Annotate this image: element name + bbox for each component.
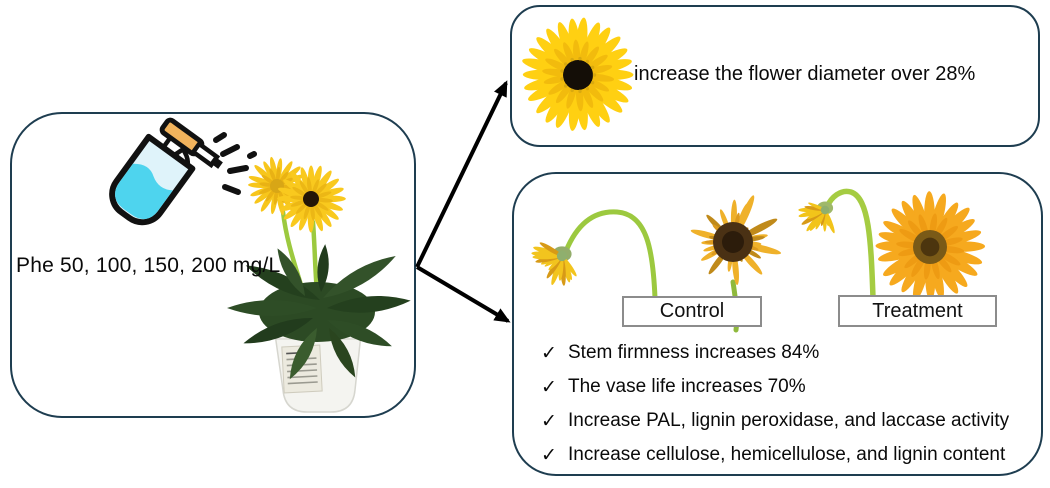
findings-list: ✓ Stem firmness increases 84% ✓ The vase… <box>541 336 1038 472</box>
treatment-label: Treatment <box>838 295 997 327</box>
potted-gerbera-plant-image <box>227 156 411 413</box>
check-icon: ✓ <box>541 376 557 398</box>
spray-bottle-icon <box>109 117 257 226</box>
finding-item: ✓ Stem firmness increases 84% <box>541 336 1038 370</box>
finding-text: Stem firmness increases 84% <box>568 342 820 363</box>
finding-text: The vase life increases 70% <box>568 376 806 397</box>
check-icon: ✓ <box>541 410 557 432</box>
check-icon: ✓ <box>541 342 557 364</box>
finding-text: Increase cellulose, hemicellulose, and l… <box>568 444 1006 465</box>
flower-diameter-text: increase the flower diameter over 28% <box>634 63 976 85</box>
flow-arrows <box>415 80 511 323</box>
arrow-to-top-result <box>415 80 508 268</box>
gerbera-flower-image <box>522 17 634 131</box>
phe-concentration-label: Phe 50, 100, 150, 200 mg/L <box>16 254 281 277</box>
check-icon: ✓ <box>541 444 557 466</box>
finding-item: ✓ Increase PAL, lignin peroxidase, and l… <box>541 404 1038 438</box>
finding-text: Increase PAL, lignin peroxidase, and lac… <box>568 410 1010 431</box>
finding-item: ✓ The vase life increases 70% <box>541 370 1038 404</box>
treatment-flowers-image <box>798 188 986 301</box>
spray-droplets-icon <box>213 132 257 195</box>
control-label: Control <box>622 296 762 327</box>
control-flowers-image <box>531 195 782 333</box>
arrow-to-bottom-result <box>415 265 511 323</box>
finding-item: ✓ Increase cellulose, hemicellulose, and… <box>541 438 1038 472</box>
